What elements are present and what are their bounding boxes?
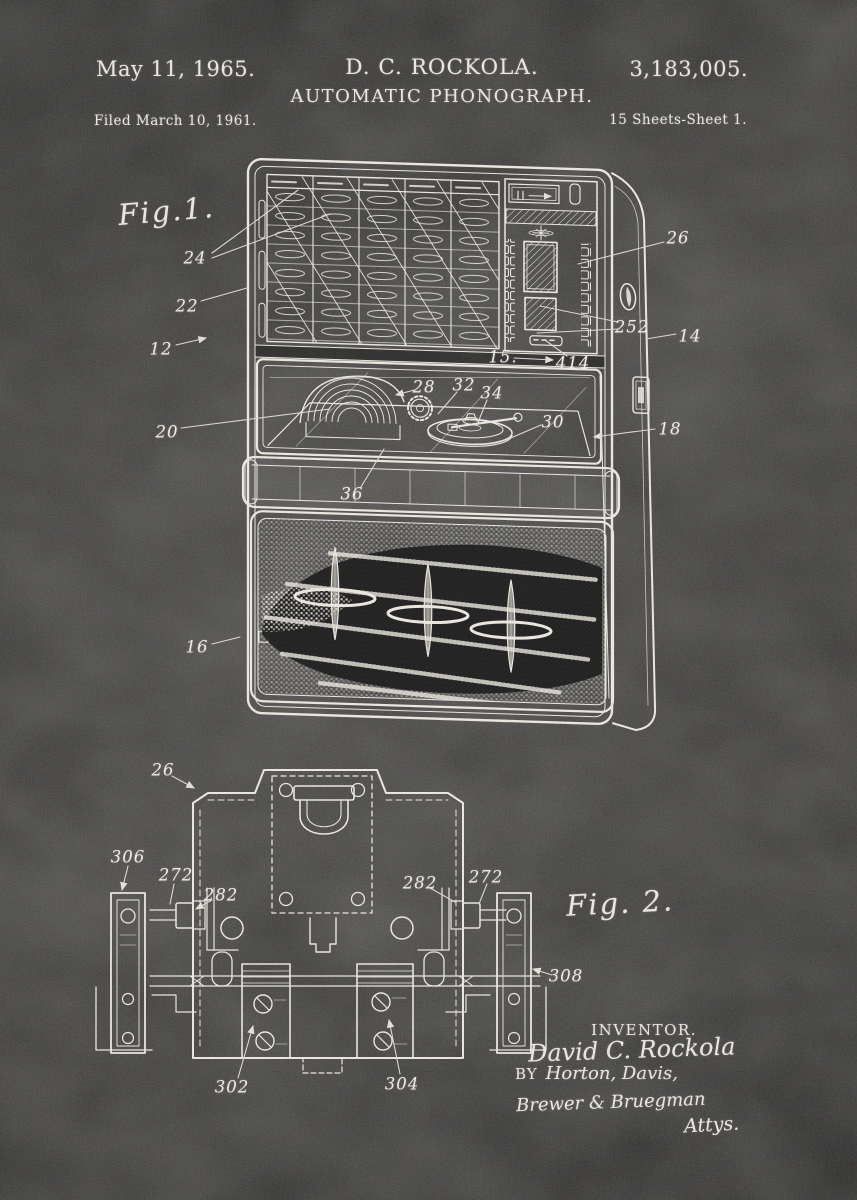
grid-diagonal-hatch bbox=[267, 175, 499, 349]
spinner-ornament-right bbox=[469, 579, 553, 673]
screw-plate-left bbox=[241, 963, 291, 1059]
number-button-column bbox=[581, 243, 591, 347]
ref-numeral-28: 28 bbox=[412, 377, 436, 397]
attorneys-names-1: Horton, Davis, bbox=[545, 1063, 678, 1084]
spinner-ornament-left bbox=[293, 546, 377, 641]
selection-panel bbox=[504, 178, 598, 355]
ref-numeral-308: 308 bbox=[548, 966, 584, 986]
tie-rod bbox=[149, 975, 541, 987]
filed-date: Filed March 10, 1961. bbox=[94, 113, 257, 129]
program-window-upper bbox=[523, 240, 558, 294]
sparkle-emblem bbox=[528, 225, 554, 241]
figure2-bracket-drawing bbox=[95, 769, 547, 1074]
attorneys-signature-line1: BY Horton, Davis, bbox=[515, 1063, 678, 1084]
panel-trim-band bbox=[505, 208, 597, 227]
screw-plate-right bbox=[356, 963, 414, 1059]
ref-numeral-272: 272 bbox=[468, 867, 504, 887]
waist-band bbox=[241, 455, 621, 520]
program-window-lower bbox=[524, 296, 557, 332]
plate-dashed-panel bbox=[271, 775, 373, 914]
inventor-name-header: D. C. ROCKOLA. bbox=[345, 55, 539, 80]
figure2-label: Fig. 2. bbox=[565, 883, 675, 923]
ref-numeral-24: 24 bbox=[183, 248, 207, 268]
bracket-bolt-right bbox=[417, 887, 507, 987]
coin-slot bbox=[619, 283, 637, 311]
horseshoe-tab bbox=[293, 785, 355, 835]
inventor-heading: INVENTOR. bbox=[591, 1021, 697, 1039]
ref-numeral-30: 30 bbox=[541, 412, 565, 432]
ref-numeral-36: 36 bbox=[340, 484, 364, 504]
ref-numeral-22: 22 bbox=[175, 296, 199, 316]
ref-numeral-414: 414 bbox=[555, 353, 591, 373]
figure1-jukebox-drawing bbox=[241, 158, 657, 731]
mount-rail-right bbox=[445, 892, 547, 1054]
figure2-leader-lines bbox=[120, 775, 553, 1079]
by-label: BY bbox=[515, 1065, 538, 1083]
patent-title: AUTOMATIC PHONOGRAPH. bbox=[290, 86, 594, 107]
patent-number: 3,183,005. bbox=[629, 57, 748, 81]
side-slot-plate bbox=[632, 376, 650, 415]
ref-numeral-304: 304 bbox=[384, 1074, 420, 1094]
ref-numeral-20: 20 bbox=[155, 422, 179, 442]
mount-rail-left bbox=[95, 892, 197, 1054]
bracket-plate bbox=[192, 769, 464, 1074]
ref-numeral-12: 12 bbox=[149, 339, 173, 359]
ref-numeral-282: 282 bbox=[402, 873, 438, 893]
title-strip-grid bbox=[266, 173, 500, 350]
bracket-bolt-left bbox=[149, 887, 239, 987]
shelf-band bbox=[254, 344, 606, 369]
ref-numeral-18: 18 bbox=[658, 419, 682, 439]
title-strip-headers bbox=[271, 180, 481, 190]
ref-numeral-26: 26 bbox=[151, 760, 175, 780]
ref-numeral-26: 26 bbox=[666, 228, 690, 248]
drive-gear bbox=[407, 395, 433, 422]
ref-numeral-282: 282 bbox=[203, 885, 239, 905]
attys-label: Attys. bbox=[683, 1112, 740, 1138]
center-tab bbox=[309, 917, 337, 953]
ref-numeral-16: 16 bbox=[185, 637, 209, 657]
spinner-ornament-middle bbox=[386, 563, 470, 658]
ref-numeral-306: 306 bbox=[110, 847, 146, 867]
figure1-leader-lines bbox=[175, 189, 677, 645]
ref-numeral-252: 252 bbox=[614, 317, 650, 337]
ref-numeral-272: 272 bbox=[158, 865, 194, 885]
mechanism-window bbox=[255, 358, 603, 465]
selection-display-window bbox=[508, 183, 560, 205]
tone-arm bbox=[447, 412, 523, 431]
ref-numeral-14: 14 bbox=[678, 326, 702, 346]
ref-numeral-32: 32 bbox=[452, 375, 476, 395]
ref-numeral-302: 302 bbox=[214, 1077, 250, 1097]
sheet-info: 15 Sheets-Sheet 1. bbox=[609, 112, 747, 128]
jukebox-cabinet bbox=[246, 158, 614, 726]
record-magazine bbox=[299, 375, 405, 441]
letter-button-column bbox=[505, 238, 515, 343]
turntable bbox=[427, 413, 513, 447]
ref-numeral-34: 34 bbox=[480, 383, 504, 403]
speaker-grille bbox=[249, 510, 615, 713]
patent-date: May 11, 1965. bbox=[96, 57, 256, 81]
coin-return-slot bbox=[529, 335, 563, 347]
ref-numeral-15: 15. bbox=[488, 347, 518, 367]
